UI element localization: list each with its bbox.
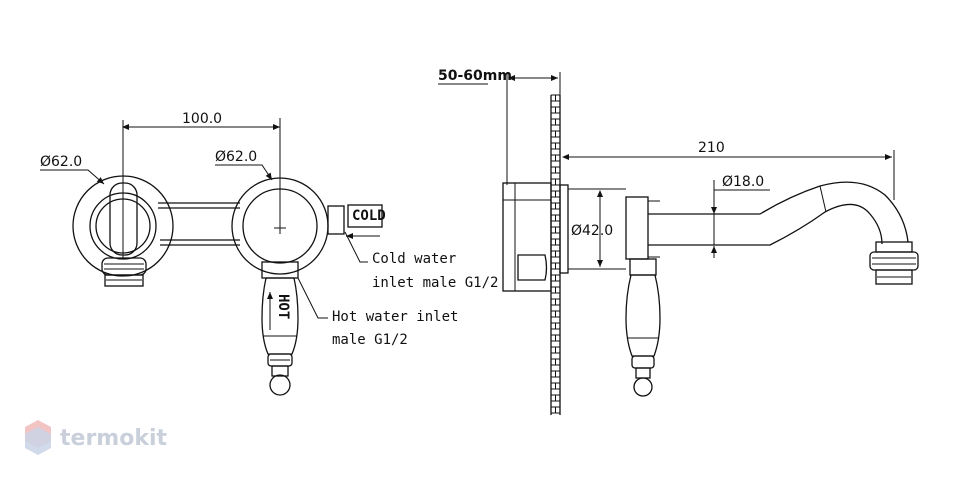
- hot-label: HOT: [275, 294, 291, 319]
- wall-section: [550, 94, 561, 415]
- hot-inlet-line2: male G1/2: [332, 332, 408, 348]
- spout-length-label: 210: [698, 140, 725, 156]
- dimension-spacing: 100.0: [122, 111, 280, 130]
- hot-diameter-label: Ø62.0: [215, 149, 257, 165]
- dimension-wall-depth: 50-60mm: [438, 68, 561, 185]
- wall-depth-label: 50-60mm: [438, 68, 512, 84]
- hot-valve: [231, 118, 345, 396]
- hot-inlet-line1: Hot water inlet: [332, 309, 458, 325]
- dimension-spout-length: 210: [562, 140, 895, 200]
- watermark: termokit: [25, 420, 167, 455]
- rear-body: [502, 182, 552, 292]
- hot-inlet-callout: Hot water inlet male G1/2: [297, 277, 458, 348]
- dimension-hot-diameter: Ø62.0: [215, 149, 273, 181]
- cold-label: COLD: [352, 208, 386, 224]
- side-handle: [625, 258, 661, 397]
- cold-diameter-label: Ø62.0: [40, 154, 82, 170]
- cold-indicator: COLD: [346, 204, 386, 239]
- hot-indicator: HOT: [267, 292, 291, 330]
- cold-inlet-line1: Cold water: [372, 251, 456, 267]
- side-view: 50-60mm 210 Ø18.0 Ø42.0: [438, 68, 919, 415]
- cold-inlet-line2: inlet male G1/2: [372, 275, 498, 291]
- spout: [648, 181, 919, 285]
- front-view: 100.0 Ø62.0 Ø62.0 COLD Cold water inlet …: [40, 111, 498, 396]
- dimension-cold-diameter: Ø62.0: [40, 154, 105, 185]
- cold-valve: [72, 120, 174, 287]
- spacing-label: 100.0: [182, 111, 222, 127]
- watermark-logo-icon: [25, 420, 51, 455]
- dimension-spout-diameter: Ø18.0: [711, 174, 770, 258]
- connecting-pipe: [158, 202, 240, 246]
- cold-inlet-callout: Cold water inlet male G1/2: [344, 231, 498, 291]
- flange-diameter-label: Ø42.0: [571, 223, 613, 239]
- spout-diameter-label: Ø18.0: [722, 174, 764, 190]
- dimension-flange-diameter: Ø42.0: [571, 190, 613, 267]
- watermark-text: termokit: [60, 426, 167, 451]
